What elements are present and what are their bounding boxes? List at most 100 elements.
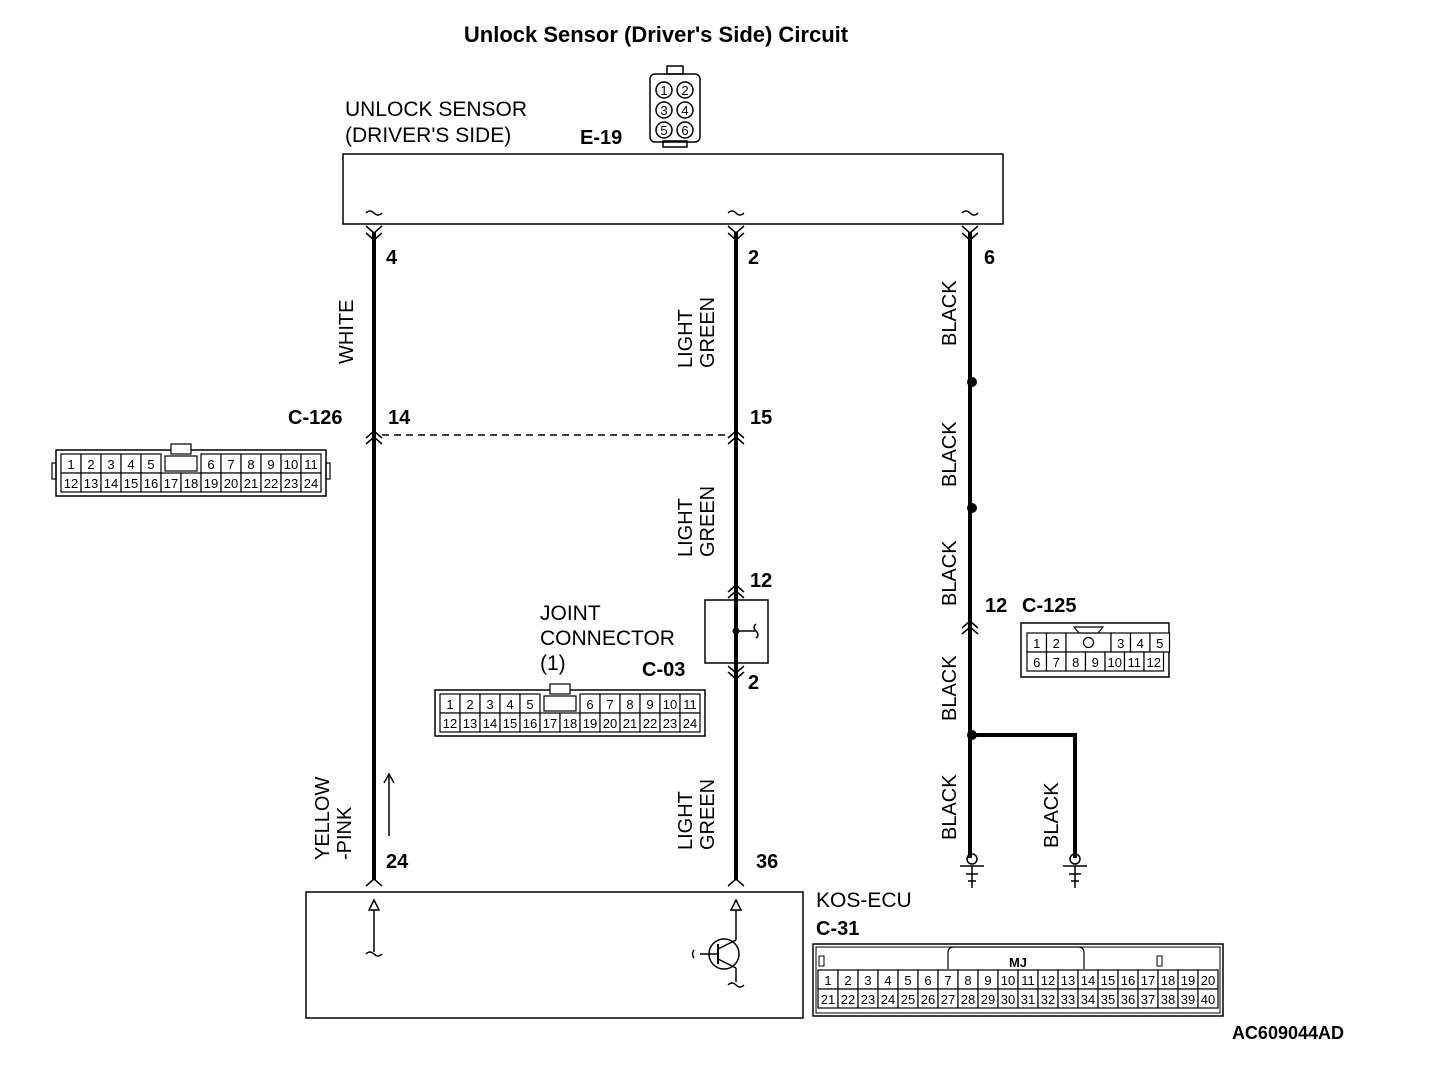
wire3-top-pin: 6 (984, 247, 995, 269)
splice-node (967, 377, 977, 387)
c03-pin: 7 (606, 697, 613, 712)
c31-pin: 11 (1021, 973, 1035, 988)
c126-pin: 24 (304, 476, 318, 491)
e19-pin: 5 (660, 123, 667, 138)
c31-pin: 34 (1081, 992, 1095, 1007)
c03-pin: 20 (603, 716, 617, 731)
terminal-mark (961, 210, 979, 216)
c126-pin: 17 (164, 476, 178, 491)
c03-pin: 22 (643, 716, 657, 731)
joint-label-line2: CONNECTOR (540, 627, 675, 650)
c31-pin: 7 (944, 973, 951, 988)
c03-pin: 12 (443, 716, 457, 731)
wire2-ecu-pin: 36 (756, 851, 778, 873)
c03-pin: 21 (623, 716, 637, 731)
c126-pin: 23 (284, 476, 298, 491)
c03-pin: 9 (646, 697, 653, 712)
c126-pin: 13 (84, 476, 98, 491)
c03-pin: 17 (543, 716, 557, 731)
wire3-color: BLACK (939, 280, 961, 346)
c03-pin: 4 (506, 697, 513, 712)
c126-pin: 7 (227, 457, 234, 472)
c126-pin: 8 (247, 457, 254, 472)
e19-pin: 2 (681, 83, 688, 98)
ground-branch-wire (972, 733, 1077, 858)
c126-pin: 3 (107, 457, 114, 472)
c126-pin: 21 (244, 476, 258, 491)
c125-pin: 4 (1137, 636, 1144, 651)
c31-pin: 37 (1141, 992, 1155, 1007)
c31-pin: 29 (981, 992, 995, 1007)
c31-tab-label: MJ (1009, 955, 1027, 970)
terminal-mark (365, 210, 383, 216)
wire2-color-green-mid: GREEN (697, 486, 719, 557)
c31-pin: 23 (861, 992, 875, 1007)
diagram-title: Unlock Sensor (Driver's Side) Circuit (464, 22, 849, 47)
c125-pin: 10 (1108, 655, 1122, 670)
c125-pin: 1 (1033, 636, 1040, 651)
wire2-color-green-bot: GREEN (697, 779, 719, 850)
wire3-color: BLACK (939, 774, 961, 840)
wire2-c126-pin: 15 (750, 407, 772, 429)
c125-pin: 3 (1117, 636, 1124, 651)
c31-pin: 22 (841, 992, 855, 1007)
terminal-mark (727, 210, 745, 216)
c31-pin: 17 (1141, 973, 1155, 988)
c03-pin: 19 (583, 716, 597, 731)
c31-pin: 14 (1081, 973, 1095, 988)
c31-pin: 18 (1161, 973, 1175, 988)
c31-pin: 12 (1041, 973, 1055, 988)
c31-pin: 24 (881, 992, 895, 1007)
c125-pin: 7 (1053, 655, 1060, 670)
c31-pin: 10 (1001, 973, 1015, 988)
c31-pin: 1 (824, 973, 831, 988)
c03-pin: 1 (446, 697, 453, 712)
c03-pin: 14 (483, 716, 497, 731)
c126-pin: 19 (204, 476, 218, 491)
c31-pin: 36 (1121, 992, 1135, 1007)
c31-pin: 19 (1181, 973, 1195, 988)
c31-pin: 35 (1101, 992, 1115, 1007)
kos-ecu-box (305, 891, 804, 1019)
c31-pin: 31 (1021, 992, 1035, 1007)
c31-pin: 20 (1201, 973, 1215, 988)
c31-pin: 9 (984, 973, 991, 988)
c126-pin: 6 (207, 457, 214, 472)
c125-pin: 2 (1053, 636, 1060, 651)
c31-pin: 30 (1001, 992, 1015, 1007)
joint-connector-name: C-03 (642, 659, 685, 681)
c126-name: C-126 (288, 407, 342, 429)
c03-pin: 11 (683, 697, 697, 712)
wire1-top-pin: 4 (386, 247, 398, 269)
branch-wire-color: BLACK (1041, 782, 1063, 848)
c125-pin: 11 (1128, 655, 1142, 670)
c126-pin: 14 (104, 476, 118, 491)
c126-pin: 2 (87, 457, 94, 472)
e19-connector-face-icon: 1 2 3 4 5 6 (649, 65, 701, 148)
c03-pin: 15 (503, 716, 517, 731)
wire1-color-white: WHITE (336, 300, 358, 364)
c31-pin: 39 (1181, 992, 1195, 1007)
unlock-sensor-label-line1: UNLOCK SENSOR (345, 98, 527, 121)
c31-pin: 3 (864, 973, 871, 988)
ecu-chevron (365, 878, 383, 887)
c126-pin: 16 (144, 476, 158, 491)
c126-pin: 9 (267, 457, 274, 472)
wire2-color-light-bot: LIGHT (675, 791, 697, 850)
wire1-c126-pin: 14 (388, 407, 411, 429)
c31-pin: 40 (1201, 992, 1215, 1007)
joint-out-chevron (727, 665, 745, 680)
c126-pin: 15 (124, 476, 138, 491)
c125-pin: 6 (1033, 655, 1040, 670)
signal-direction-arrow-icon (383, 772, 395, 836)
ecu-name: KOS-ECU (816, 889, 912, 912)
wire2-color-light-mid: LIGHT (675, 498, 697, 557)
unlock-sensor-box (342, 153, 1004, 225)
ecu-chevron (727, 878, 745, 887)
c125-pin: 5 (1156, 636, 1163, 651)
c03-pin: 16 (523, 716, 537, 731)
wire1-color-pink: -PINK (334, 806, 356, 860)
ground-icon (1063, 853, 1087, 888)
e19-pin: 3 (660, 103, 667, 118)
